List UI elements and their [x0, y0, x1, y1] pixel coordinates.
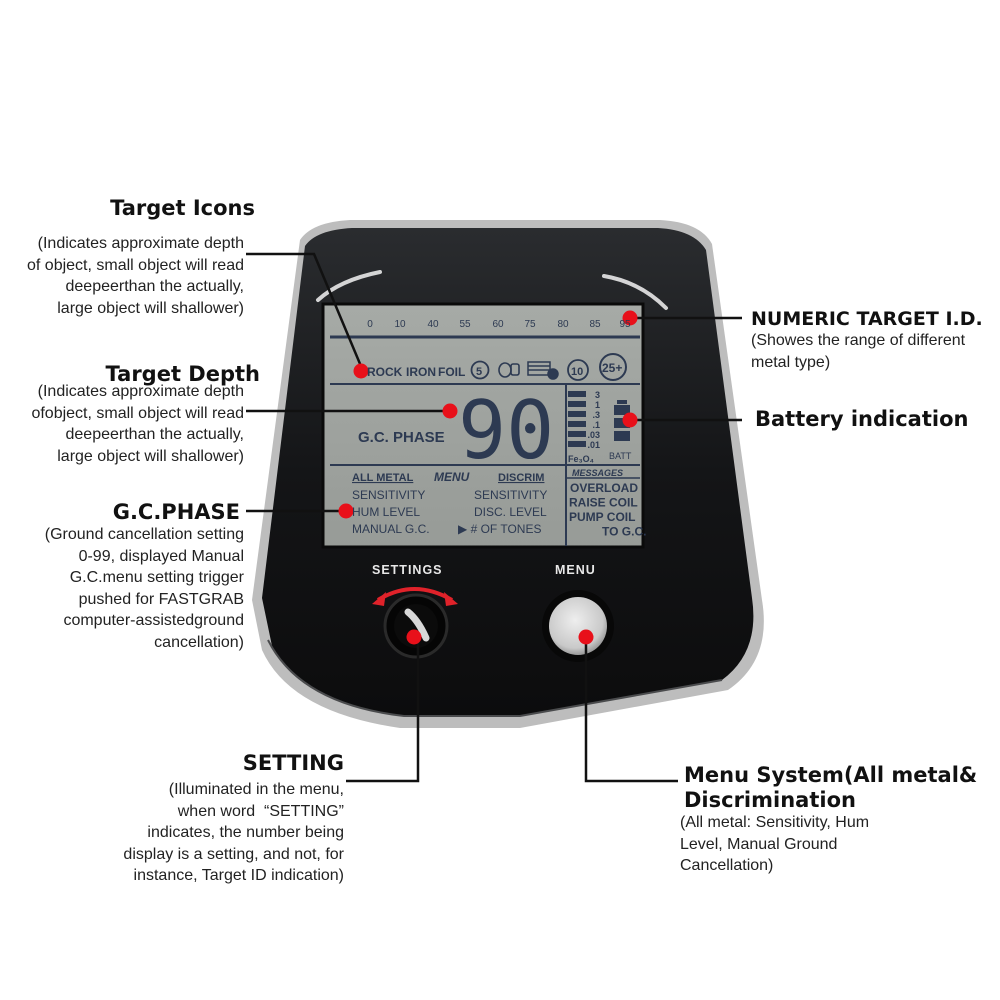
numeric-target-id-title: NUMERIC TARGET I.D. — [751, 308, 983, 330]
battery-title: Battery indication — [755, 407, 969, 431]
depth-scale-label: .01 — [587, 440, 600, 450]
knob-arrow-left-head — [372, 592, 386, 606]
badge-25-icon — [599, 353, 627, 381]
marker-numeric-id — [622, 310, 638, 326]
gc-phase-title: G.C.PHASE — [112, 500, 240, 524]
marker-target-depth — [442, 403, 458, 419]
numeric-target-id-description: (Showes the range of different metal typ… — [751, 332, 966, 371]
discrim-item: SENSITIVITY — [474, 488, 547, 502]
all-metal-item: HUM LEVEL — [352, 505, 420, 519]
message-item: TO G.C. — [602, 525, 646, 539]
depth-bars — [568, 391, 586, 447]
marker-battery — [622, 412, 638, 428]
marker-menu-system — [578, 629, 594, 645]
bottle-cap-icon — [527, 361, 559, 380]
battery-icon — [614, 400, 630, 441]
message-item: RAISE COIL — [569, 496, 638, 510]
menu-system-title-line1: Menu System(All metal& — [684, 763, 978, 787]
target-label-rock: ROCK — [367, 365, 403, 379]
batt-label: BATT — [609, 451, 632, 461]
setting-description: (Illuminated in the menu, when word “SET… — [123, 781, 344, 884]
fe-label: Fe₃O₄ — [568, 454, 594, 464]
depth-scale: 31.3.1.03.01 — [587, 390, 600, 450]
ring-icon — [498, 362, 520, 378]
leader-setting — [346, 638, 420, 783]
scale-tick: 40 — [427, 319, 439, 330]
callout-markers — [338, 310, 638, 645]
menu-system-description: (All metal: Sensitivity, Hum Level, Manu… — [680, 814, 870, 874]
target-icons-title: Target Icons — [110, 196, 255, 220]
marker-gc-phase — [338, 503, 354, 519]
message-item: OVERLOAD — [570, 481, 638, 495]
target-label-iron: IRON — [406, 365, 436, 379]
coin-10-label: 10 — [571, 366, 583, 378]
depth-scale-label: 1 — [595, 400, 600, 410]
all-metal-item: MANUAL G.C. — [352, 522, 430, 536]
menu-system-title-line2: Discrimination — [684, 788, 856, 812]
bezel-reflection-left — [316, 270, 382, 302]
messages-header: MESSAGES — [572, 468, 623, 478]
lcd-screen — [321, 302, 645, 549]
menu-header-discrim: DISCRIM — [498, 472, 544, 484]
coin-10-icon — [567, 359, 589, 381]
scale-tick: 60 — [492, 319, 504, 330]
knob-arrow-right-head — [444, 592, 458, 606]
target-depth-title: Target Depth — [105, 362, 260, 386]
target-icons-description: (Indicates approximate depth of object, … — [27, 235, 244, 317]
bezel-rim — [267, 639, 723, 717]
leader-menu-system — [584, 638, 678, 783]
gc-phase-description: (Ground cancellation setting 0-99, displ… — [44, 526, 244, 651]
depth-scale-label: .3 — [592, 410, 600, 420]
gc-phase-label: G.C. PHASE — [358, 429, 445, 446]
scale-tick: 0 — [367, 319, 373, 330]
scale-tick: 55 — [459, 319, 471, 330]
depth-value: 90 — [458, 384, 554, 477]
scale-tick: 85 — [589, 319, 601, 330]
leader-target-icons — [246, 252, 365, 372]
discrim-item: ▶ # OF TONES — [458, 522, 541, 536]
message-item: PUMP COIL — [569, 510, 635, 524]
scale-tick: 75 — [524, 319, 536, 330]
all-metal-items: SENSITIVITY HUM LEVEL MANUAL G.C. — [352, 488, 430, 536]
depth-scale-label: .1 — [592, 420, 600, 430]
setting-title: SETTING — [242, 751, 344, 775]
menu-header-menu: MENU — [434, 470, 470, 484]
target-depth-description: (Indicates approximate depth ofobject, s… — [31, 383, 244, 465]
leader-lines — [246, 252, 742, 783]
depth-scale-label: 3 — [595, 390, 600, 400]
discrim-items: SENSITIVITY DISC. LEVEL ▶ # OF TONES — [458, 488, 547, 536]
scale-tick: 95 — [619, 319, 631, 330]
bezel-reflection-right — [602, 274, 668, 310]
scale-tick: 10 — [394, 319, 406, 330]
coin-5-icon — [470, 360, 490, 380]
marker-target-icons — [353, 363, 369, 379]
depth-scale-label: .03 — [587, 430, 600, 440]
all-metal-item: SENSITIVITY — [352, 488, 425, 502]
coin-5-label: 5 — [476, 366, 482, 378]
settings-caption: SETTINGS — [372, 563, 443, 577]
discrim-item: DISC. LEVEL — [474, 505, 547, 519]
menu-caption: MENU — [555, 563, 596, 577]
target-label-foil: FOIL — [438, 365, 465, 379]
badge-25-label: 25+ — [602, 361, 622, 375]
marker-setting — [406, 629, 422, 645]
scale-tick: 80 — [557, 319, 569, 330]
menu-header-all-metal: ALL METAL — [352, 472, 414, 484]
